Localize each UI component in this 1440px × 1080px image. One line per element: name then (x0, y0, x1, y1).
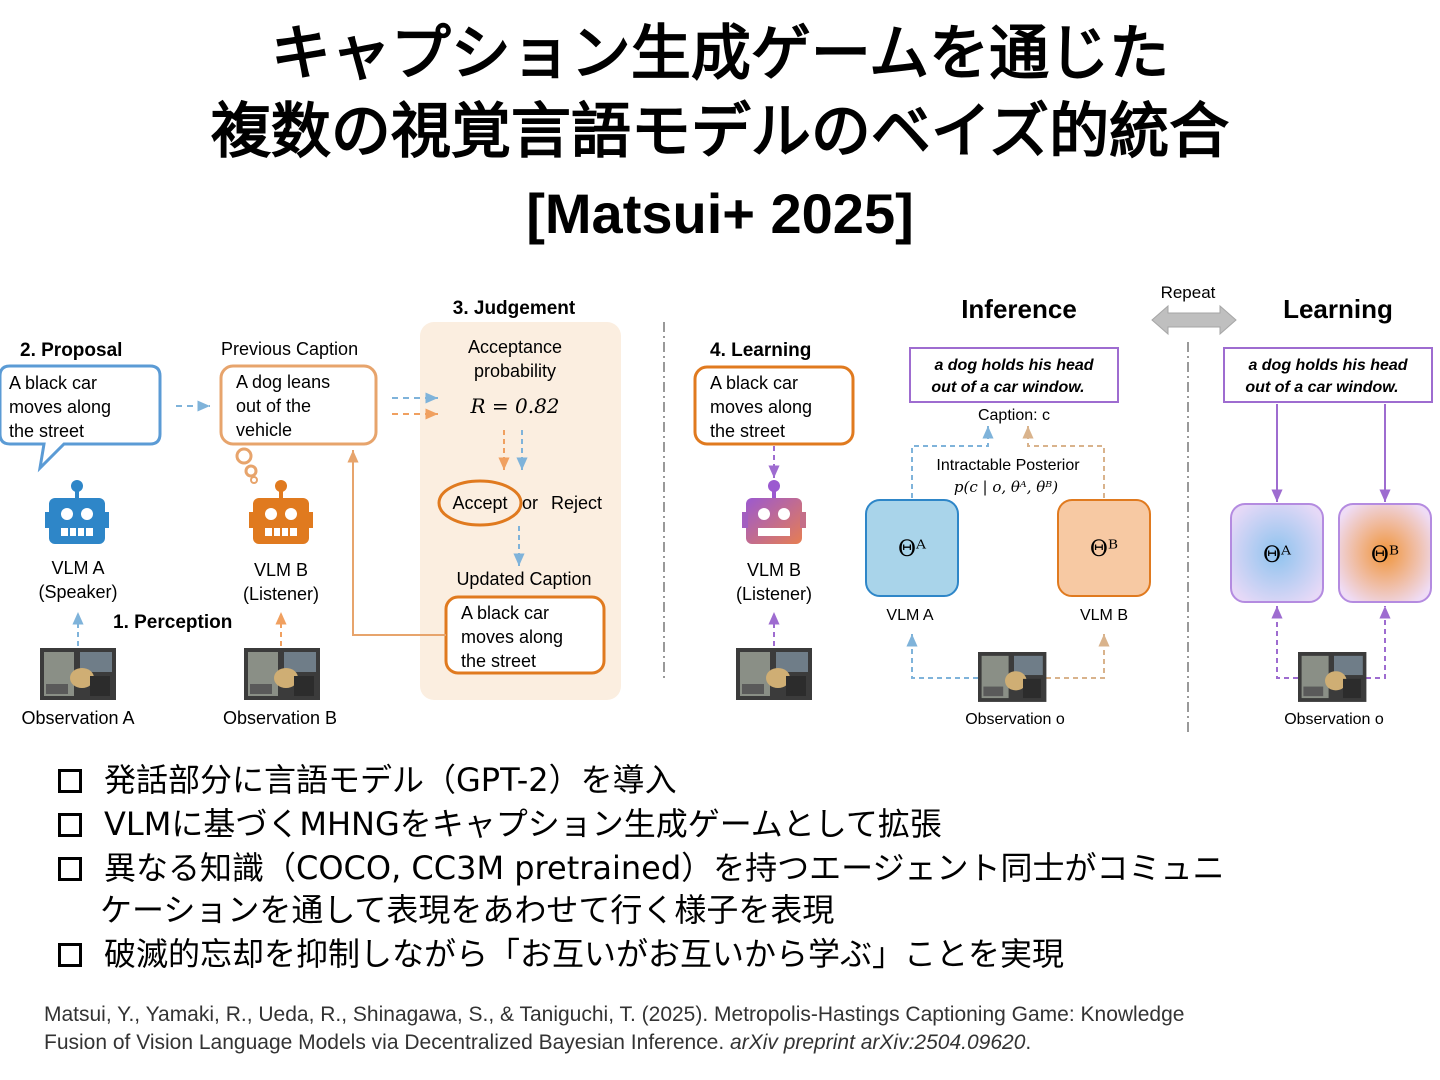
vlm-a-name: VLM A (51, 558, 104, 578)
proposal-line3: the street (9, 421, 84, 441)
or-label: or (522, 493, 538, 513)
theta-a-label: Θᴬ (898, 537, 927, 562)
proposal-speech-bubble: A black car moves along the street (0, 364, 162, 473)
observation-b-label: Observation B (223, 708, 337, 728)
perception-label: 1. Perception (113, 612, 232, 633)
previous-caption-box: A dog leans out of the vehicle (219, 364, 378, 446)
updated-caption-box: A black car moves along the street (444, 595, 606, 675)
slide-title-line2: 複数の視覚言語モデルのベイズ的統合 (210, 97, 1230, 167)
proposal-label: 2. Proposal (20, 340, 122, 361)
theta-a-box (865, 499, 959, 597)
updated-caption-line1: A black car (461, 603, 549, 623)
checkbox-icon (58, 813, 82, 837)
learning-theta-a-label: Θᴬ (1263, 543, 1292, 568)
observation-b-image (244, 648, 320, 700)
inference-observation-label: Observation o (965, 711, 1065, 728)
svg-text:moves along: moves along (9, 397, 111, 417)
checkbox-icon (58, 857, 82, 881)
learning-caption-line2: moves along (710, 397, 812, 417)
learning-section-caption-line1: a dog holds his head (1248, 357, 1408, 374)
accept-label: Accept (452, 493, 507, 513)
repeat-label: Repeat (1161, 283, 1216, 302)
robot-b-learning-icon (742, 480, 806, 544)
learning-step-label: 4. Learning (710, 340, 811, 361)
thought-bubble-medium (244, 464, 258, 478)
learning-vlm-b-name: VLM B (747, 560, 801, 580)
learning-caption-line1: A black car (710, 373, 798, 393)
learning-theta-b-box (1338, 503, 1432, 603)
caption-variable: Caption: c (978, 407, 1050, 424)
theta-b-label: Θᴮ (1090, 537, 1118, 562)
updated-caption-label: Updated Caption (456, 569, 591, 589)
robot-a-icon (45, 480, 109, 544)
checkbox-icon (58, 769, 82, 793)
slide-title-citation: [Matsui+ 2025] (526, 182, 914, 245)
learning-caption-box: A black car moves along the street (693, 365, 855, 446)
accept-highlight (437, 479, 523, 527)
svg-text:the street: the street (9, 421, 84, 441)
previous-caption-label: Previous Caption (221, 339, 358, 359)
acceptance-line1: Acceptance (468, 337, 562, 357)
inference-caption-line2: out of a car window. (931, 379, 1084, 396)
reject-label: Reject (551, 493, 602, 513)
prev-caption-line3: vehicle (236, 420, 292, 440)
learning-section-observation-label: Observation o (1284, 711, 1384, 728)
inference-caption-box: a dog holds his head out of a car window… (909, 347, 1119, 403)
r-value: R = 0.82 (469, 394, 559, 418)
reference-line2: Fusion of Vision Language Models via Dec… (44, 1031, 1032, 1054)
inference-caption-line1: a dog holds his head (934, 357, 1094, 374)
bullet-3: 異なる知識（COCO, CC3M pretrained）を持つエージェント同士が… (58, 848, 1225, 888)
posterior-label: Intractable Posterior (936, 457, 1080, 474)
inference-vlm-a-label: VLM A (886, 607, 933, 624)
bullet-3-continuation: ケーションを通して表現をあわせて行く様子を表現 (100, 891, 835, 929)
bullet-2: VLMに基づくMHNGをキャプション生成ゲームとして拡張 (58, 804, 942, 844)
learning-vlm-b-role: (Listener) (736, 584, 812, 604)
bullet-1: 発話部分に言語モデル（GPT-2）を導入 (58, 760, 677, 800)
vlm-b-role: (Listener) (243, 584, 319, 604)
judgement-label: 3. Judgement (453, 298, 576, 319)
checkbox-icon (58, 943, 82, 967)
prev-caption-line1: A dog leans (236, 372, 330, 392)
observation-a-image (40, 648, 116, 700)
bullet-4: 破滅的忘却を抑制しながら「お互いがお互いから学ぶ」ことを実現 (58, 934, 1064, 974)
acceptance-line2: probability (474, 361, 556, 381)
updated-caption-line2: moves along (461, 627, 563, 647)
robot-b-icon (249, 480, 313, 544)
proposal-line2: moves along (9, 397, 111, 417)
theta-b-box (1057, 499, 1151, 597)
learning-section-observation-image (1298, 652, 1367, 702)
posterior-formula: p(c | o, θᴬ, θᴮ) (954, 478, 1058, 496)
thought-bubble-small (250, 476, 258, 484)
inference-observation-image (978, 652, 1047, 702)
prev-caption-line2: out of the (236, 396, 311, 416)
update-feedback-arrow (347, 450, 446, 636)
vlm-a-role: (Speaker) (38, 582, 117, 602)
slide-title-line1: キャプション生成ゲームを通じた (270, 19, 1170, 89)
learning-theta-a-box (1230, 503, 1324, 603)
learning-section-label: Learning (1283, 294, 1393, 324)
learning-theta-b-label: Θᴮ (1371, 543, 1399, 568)
repeat-double-arrow-icon (1151, 304, 1237, 336)
reference-line1: Matsui, Y., Yamaki, R., Ueda, R., Shinag… (44, 1003, 1185, 1026)
vlm-b-name: VLM B (254, 560, 308, 580)
learning-section-caption-box: a dog holds his head out of a car window… (1223, 347, 1433, 403)
learning-observation-image (736, 648, 812, 700)
proposal-line1: A black car (9, 373, 97, 393)
observation-a-label: Observation A (21, 708, 134, 728)
inference-label: Inference (961, 294, 1077, 324)
inference-vlm-b-label: VLM B (1080, 607, 1128, 624)
mhcg-diagram: 2. Proposal A black car moves along the … (0, 283, 1433, 736)
thought-bubble-large (235, 447, 253, 465)
svg-text:A black car: A black car (9, 373, 97, 393)
learning-section-caption-line2: out of a car window. (1245, 379, 1398, 396)
learning-caption-line3: the street (710, 421, 785, 441)
updated-caption-line3: the street (461, 651, 536, 671)
